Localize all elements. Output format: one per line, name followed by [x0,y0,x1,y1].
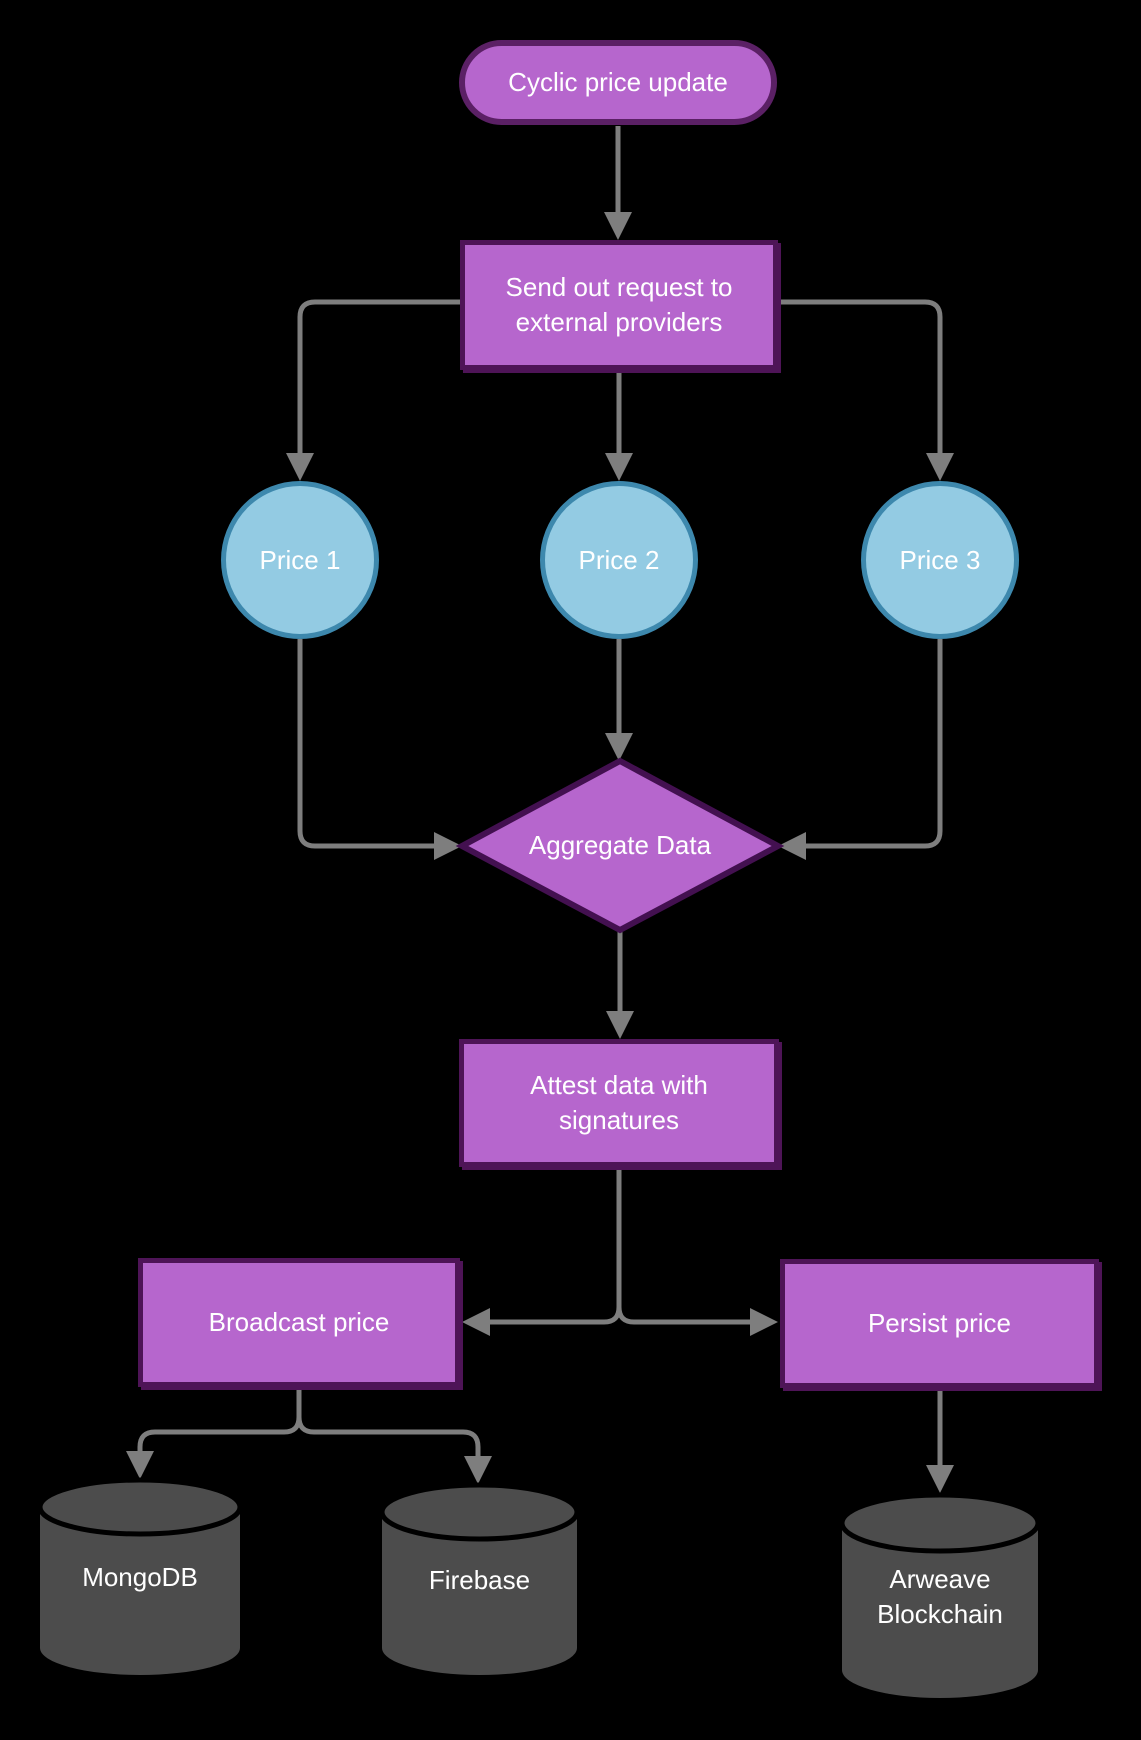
edge-send-request-price-1 [286,299,460,481]
node-persist-price: Persist price [780,1259,1099,1388]
node-cyclic-price-update-label: Cyclic price update [508,67,728,97]
node-broadcast-price-label: Broadcast price [208,1307,390,1337]
node-mongodb: MongoDB [40,1480,240,1675]
edge-attest-broadcast [462,1170,622,1336]
node-firebase: Firebase [382,1485,577,1675]
node-attest-data: Attest data with signatures [459,1039,779,1167]
node-persist-price-label: Persist price [867,1308,1012,1338]
node-broadcast-price: Broadcast price [138,1258,460,1387]
mongodb-cylinder-top [37,1477,243,1537]
node-mongodb-label: MongoDB [82,1562,198,1592]
arweave-cylinder-body [842,1523,1038,1698]
node-price-1-label: Price 1 [259,544,341,575]
edge-price-3-aggregate [778,639,943,860]
firebase-cylinder-top [379,1482,580,1542]
node-send-request: Send out request to external providers [460,240,778,370]
arweave-cylinder-shape [839,1492,1041,1698]
arweave-cylinder-top [839,1492,1041,1554]
node-cyclic-price-update: Cyclic price update [459,40,777,125]
node-aggregate-data-label: Aggregate Data [528,830,712,860]
firebase-cylinder-body [382,1512,577,1675]
edge-attest-persist [616,1170,778,1336]
node-arweave-label: Arweave Blockchain [877,1563,1003,1629]
node-price-3-label: Price 3 [899,544,981,575]
aggregate-diamond-shape [455,757,785,934]
mongodb-cylinder-shape [37,1477,243,1675]
mongodb-cylinder-body [40,1507,240,1675]
node-firebase-label: Firebase [428,1564,531,1595]
node-price-2: Price 2 [540,481,698,639]
edge-price-1-aggregate [297,639,462,860]
node-send-request-label: Send out request to external providers [505,272,733,337]
node-price-2-label: Price 2 [578,544,660,575]
node-price-3: Price 3 [861,481,1019,639]
node-aggregate-data: Aggregate Data [462,761,778,930]
node-attest-data-label: Attest data with signatures [530,1070,708,1135]
firebase-cylinder-shape [379,1482,580,1675]
edge-broadcast-mongodb [126,1389,302,1479]
node-price-1: Price 1 [221,481,379,639]
node-arweave: Arweave Blockchain [842,1495,1038,1698]
edge-broadcast-firebase [296,1389,492,1484]
edge-send-request-price-3 [778,299,954,481]
